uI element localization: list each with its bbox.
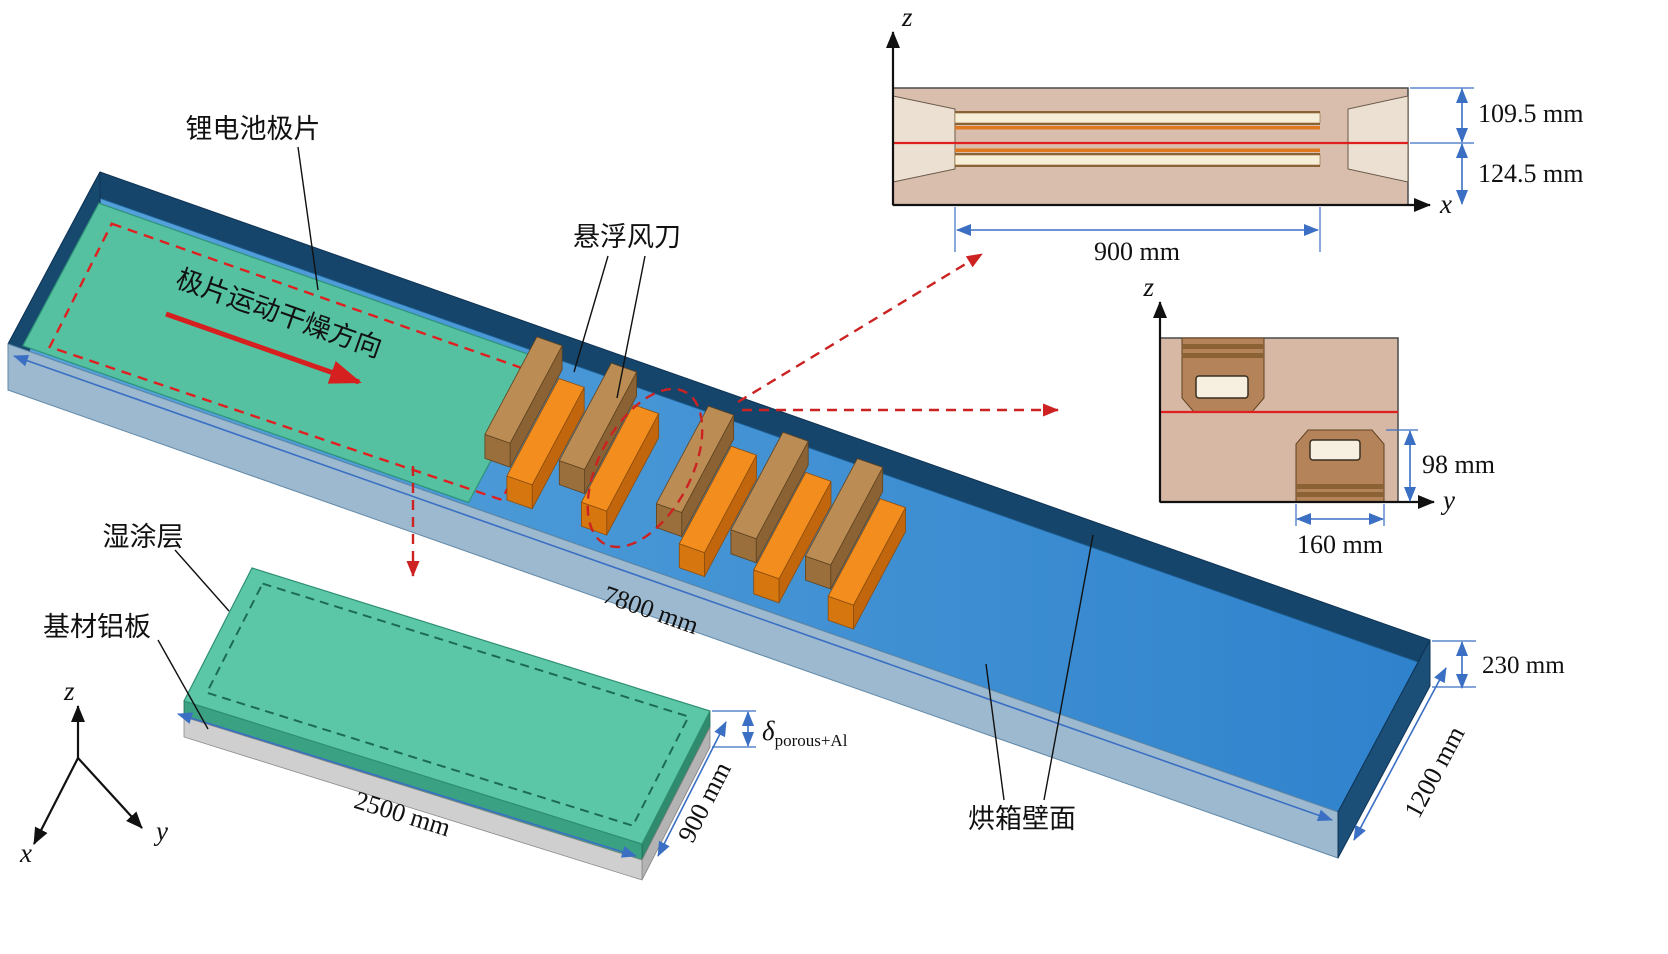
upper-knife-section	[1181, 337, 1265, 413]
upper-slot-channel	[954, 112, 1321, 124]
lower-knife-band-2	[1296, 492, 1384, 497]
y-axis-label-main: y	[153, 816, 168, 846]
dim-line-oven-length	[13, 354, 1333, 822]
dim-label-top-gap: 109.5 mm	[1478, 99, 1583, 128]
nozzle-inlet-right	[1347, 95, 1409, 183]
lower-slot-channel	[954, 154, 1321, 166]
leader-air-knife-1	[573, 255, 609, 373]
lower-knife-band-1	[1296, 484, 1384, 489]
z-axis-label-xz: z	[901, 2, 913, 32]
label-electrode-sheet: 锂电池极片	[186, 114, 321, 145]
label-substrate: 基材铝板	[43, 612, 151, 643]
upper-slot-orange-lip	[955, 126, 1320, 130]
leader-air-knife-2	[616, 255, 646, 399]
dim-label-nozzle-length: 900 mm	[1094, 237, 1180, 266]
coating-boundary-dashed	[205, 582, 691, 827]
z-axis-label-yz: z	[1142, 272, 1154, 302]
x-axis-label-main: x	[19, 838, 32, 868]
dim-label-bottom-gap: 124.5 mm	[1478, 159, 1583, 188]
dim-label-wall-height: 230 mm	[1482, 652, 1565, 679]
dim-label-knife-width: 160 mm	[1297, 530, 1383, 559]
leader-oven-wall-2	[1043, 534, 1094, 801]
label-oven-wall: 烘箱壁面	[968, 804, 1076, 835]
z-axis-label-main: z	[63, 676, 75, 706]
lower-slot-orange-lip	[955, 148, 1320, 152]
leader-electrode-sheet	[297, 146, 319, 291]
section-view-xz: z x 109.5 mm 124.5 mm 900 mm	[886, 2, 1583, 266]
annotations: 锂电池极片 悬浮风刀 湿涂层 基材铝板 烘箱壁面	[43, 114, 1094, 835]
section-view-yz: z y 98 mm 160 mm	[1142, 272, 1494, 559]
nozzle-inlet-left	[892, 95, 956, 183]
x-axis-main	[33, 757, 79, 845]
upper-knife-slot	[1195, 375, 1249, 399]
upper-slot-wall-top	[955, 111, 1320, 113]
coordinate-axes: z x y	[19, 676, 168, 868]
dim-label-thickness: δporous+Al	[762, 716, 848, 750]
dim-label-knife-height: 98 mm	[1422, 450, 1495, 479]
dim-line-sheet-length	[177, 712, 637, 858]
lower-slot-wall-bottom	[955, 165, 1320, 167]
x-axis-label-xz: x	[1439, 189, 1452, 219]
nozzle-body	[892, 87, 1409, 206]
upper-knife-band-2	[1182, 353, 1264, 358]
y-axis-label-yz: y	[1440, 485, 1455, 515]
leader-wet-coating	[174, 549, 230, 612]
dim-line-oven-width	[1353, 667, 1447, 841]
upper-knife-band-1	[1182, 344, 1264, 349]
dim-line-sheet-width	[657, 721, 727, 857]
label-wet-coating: 湿涂层	[103, 522, 184, 553]
leader-substrate	[157, 639, 209, 730]
leader-oven-wall-1	[985, 663, 1005, 801]
y-axis-main	[77, 757, 143, 829]
label-air-knife: 悬浮风刀	[573, 222, 681, 253]
upper-slot-wall-bottom	[955, 123, 1320, 125]
callout-arrow-to-xz-section	[737, 252, 983, 404]
lower-knife-slot	[1309, 439, 1361, 461]
lower-slot-wall-top	[955, 153, 1320, 155]
